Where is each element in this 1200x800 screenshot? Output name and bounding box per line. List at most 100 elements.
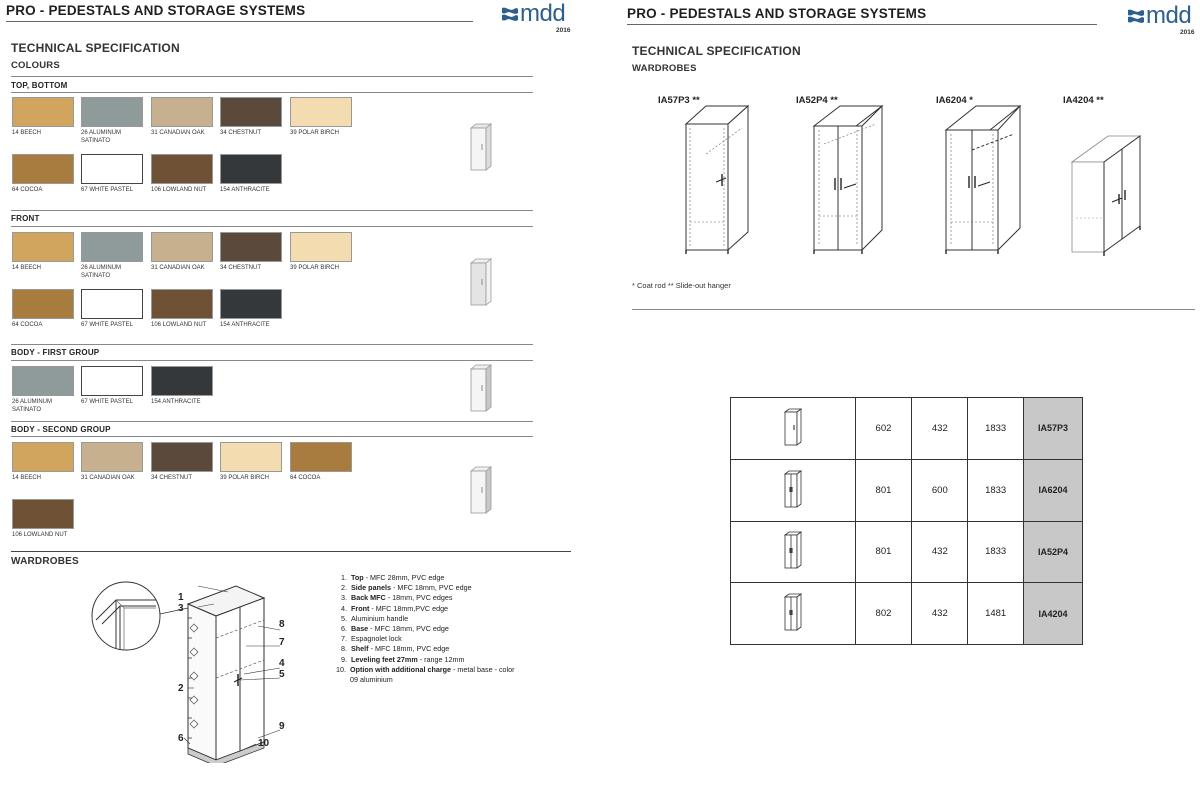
colour-label: 34 CHESTNUT <box>220 265 262 271</box>
colour-chip <box>151 97 213 127</box>
spec-cell-code: IA6204 <box>1023 458 1083 522</box>
model-label-ia4204: IA4204 ** <box>1063 95 1104 106</box>
part-number: 5. <box>341 613 347 623</box>
group-label-front: FRONT <box>11 214 40 223</box>
colour-label: 64 COCOA <box>290 475 321 481</box>
colour-label: 64 COCOA <box>12 322 43 328</box>
part-text: Top - MFC 28mm, PVC edge <box>351 573 445 582</box>
left-logo-year: 2016 <box>556 27 571 34</box>
callout-5: 5 <box>279 669 285 680</box>
colour-chip <box>81 289 143 319</box>
wardrobe-thumb-icon <box>783 593 802 631</box>
part-item: 1.Top - MFC 28mm, PVC edge <box>336 573 516 583</box>
colour-chip <box>151 442 213 472</box>
colour-chip <box>151 154 213 184</box>
colour-label: 39 POLAR BIRCH <box>220 475 270 481</box>
spec-cell-d: 432 <box>911 520 969 584</box>
group-label-body-first: BODY - FIRST GROUP <box>11 348 100 357</box>
part-text: Base - MFC 18mm, PVC edge <box>351 624 449 634</box>
part-item: 5.Aluminium handle <box>336 614 516 624</box>
colour-swatch: 31 CANADIAN OAK <box>81 442 143 483</box>
spec-cell-code: IA52P4 <box>1023 520 1083 584</box>
right-note-rule <box>632 309 1195 310</box>
spec-cell-icon <box>730 397 856 460</box>
part-number: 7. <box>341 634 347 644</box>
colour-chip <box>220 232 282 262</box>
spec-cell-code: IA4204 <box>1023 582 1083 645</box>
colour-swatch: 154 ANTHRACITE <box>220 154 282 195</box>
colour-label: 67 WHITE PASTEL <box>81 399 133 405</box>
right-logo: mdd <box>1126 4 1192 28</box>
right-logo-year: 2016 <box>1180 29 1195 36</box>
colour-swatch: 67 WHITE PASTEL <box>81 366 143 407</box>
part-number: 10. <box>336 664 346 674</box>
left-subtitle: COLOURS <box>11 60 60 71</box>
wardrobe-ia4204-drawing <box>1070 135 1142 256</box>
wardrobes-title: WARDROBES <box>11 556 79 567</box>
colour-label: 106 LOWLAND NUT <box>151 187 207 193</box>
left-header-rule <box>6 21 473 22</box>
spec-cell-d: 432 <box>911 397 969 460</box>
mdd-logo-icon-right <box>1128 9 1144 23</box>
wardrobe-ia6204-drawing <box>944 104 1022 254</box>
colour-swatch: 106 LOWLAND NUT <box>151 289 213 330</box>
colour-label: 67 WHITE PASTEL <box>81 322 133 328</box>
colour-chip <box>220 289 282 319</box>
group-label-top-bottom: TOP, BOTTOM <box>11 81 68 90</box>
colour-swatch: 106 LOWLAND NUT <box>12 499 74 540</box>
group-rule-front <box>11 226 533 227</box>
wardrobe-front-icon <box>469 258 493 306</box>
colour-chip <box>12 232 74 262</box>
group-rule-body2 <box>11 436 533 437</box>
colour-label: 106 LOWLAND NUT <box>12 532 68 538</box>
colour-swatch: 154 ANTHRACITE <box>151 366 213 407</box>
mdd-logo-icon <box>502 7 518 21</box>
wardrobe-thumb-icon <box>783 408 802 446</box>
part-item: 2.Side panels - MFC 18mm, PVC edge <box>336 583 516 593</box>
colour-swatch: 14 BEECH <box>12 97 74 138</box>
colour-chip <box>81 154 143 184</box>
model-label-ia52p4: IA52P4 ** <box>796 95 838 106</box>
wardrobes-rule <box>11 551 571 552</box>
logo-word: mdd <box>520 0 566 27</box>
colour-chip <box>151 232 213 262</box>
colour-label: 26 ALUMINUM SATINATO <box>12 399 53 413</box>
colour-chip <box>290 97 352 127</box>
spec-cell-w: 801 <box>854 458 913 522</box>
part-number: 8. <box>341 644 347 654</box>
colour-swatch: 14 BEECH <box>12 232 74 273</box>
callout-9: 9 <box>279 721 285 732</box>
colour-label: 31 CANADIAN OAK <box>81 475 135 481</box>
spec-cell-icon <box>730 520 856 584</box>
colour-swatch: 31 CANADIAN OAK <box>151 232 213 273</box>
spec-cell-h: 1833 <box>967 520 1025 584</box>
colour-label: 26 ALUMINUM SATINATO <box>81 265 122 279</box>
colour-swatch: 39 POLAR BIRCH <box>220 442 282 483</box>
colour-swatch: 26 ALUMINUM SATINATO <box>12 366 74 414</box>
part-text: Side panels - MFC 18mm, PVC edge <box>351 583 472 593</box>
colour-swatch: 67 WHITE PASTEL <box>81 154 143 195</box>
right-header-title: PRO - PEDESTALS AND STORAGE SYSTEMS <box>627 6 927 21</box>
group-rule-body2-top <box>11 421 533 422</box>
spec-cell-h: 1833 <box>967 458 1025 522</box>
colour-chip <box>151 366 213 396</box>
part-number: 9. <box>341 654 347 664</box>
spec-cell-icon <box>730 458 856 522</box>
callout-4: 4 <box>279 658 285 669</box>
colour-label: 14 BEECH <box>12 265 42 271</box>
callout-6: 6 <box>178 733 184 744</box>
group-rule-body1-top <box>11 344 533 345</box>
spec-cell-w: 602 <box>854 397 913 460</box>
callout-3: 3 <box>178 603 184 614</box>
group-rule-top-bottom <box>11 92 533 93</box>
part-item: 4.Front - MFC 18mm,PVC edge <box>336 604 516 614</box>
wardrobe-exploded-drawing <box>91 581 281 763</box>
colour-chip <box>290 442 352 472</box>
colour-swatch: 39 POLAR BIRCH <box>290 232 352 273</box>
part-item: 8.Shelf - MFC 18mm, PVC edge <box>336 644 516 654</box>
part-item: 3.Back MFC - 18mm, PVC edges <box>336 593 516 603</box>
